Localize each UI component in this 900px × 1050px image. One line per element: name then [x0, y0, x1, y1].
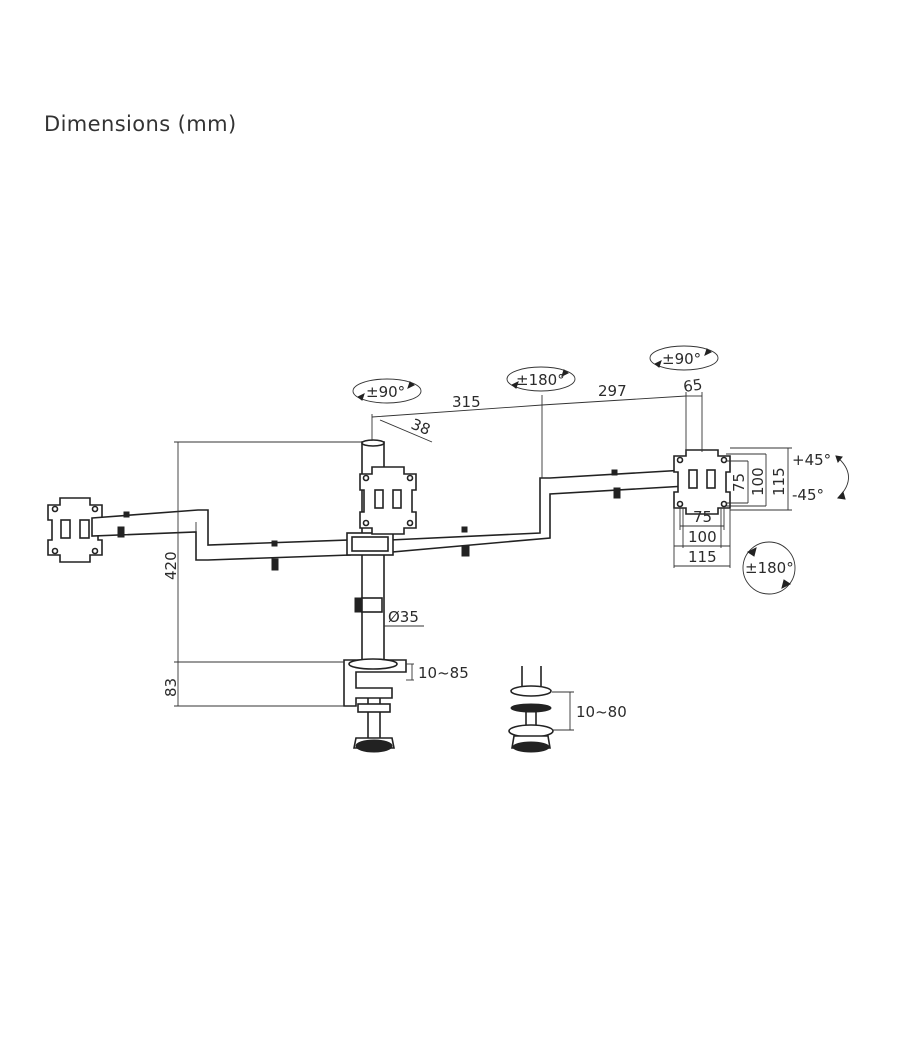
height-83-label: 83	[162, 678, 180, 697]
arm-span-left-label: 315	[452, 393, 481, 411]
vesa-75-vertical-label: 75	[730, 473, 748, 492]
rotation-arrow-icon	[352, 378, 422, 404]
left-vesa-plate	[47, 497, 103, 563]
vesa-100-vertical-label: 100	[749, 467, 767, 496]
right-arm	[389, 469, 687, 557]
offset-38-label: 38	[409, 415, 433, 439]
tilt-down-label: -45°	[792, 486, 824, 504]
rotation-label-bottom: ±180°	[745, 559, 794, 577]
right-vesa-plate	[673, 449, 731, 515]
vesa-75-horizontal-label: 75	[693, 508, 712, 526]
rotation-arrow-icon	[742, 541, 796, 595]
vesa-115-horizontal-label: 115	[688, 548, 717, 566]
arm-span-right-label: 297	[598, 382, 627, 400]
rotation-indicators	[352, 345, 849, 595]
clamp-range-label: 10~85	[418, 664, 469, 682]
page-title: Dimensions (mm)	[44, 112, 237, 136]
tilt-arrow-icon	[835, 455, 849, 500]
rotation-label-right: ±90°	[662, 350, 701, 368]
vesa-100-horizontal-label: 100	[688, 528, 717, 546]
rotation-arrow-icon	[506, 366, 576, 392]
dimension-labels: ±90° ±180° ±90° 315 297 65 38 420 83 Ø35…	[162, 350, 831, 721]
offset-65-label: 65	[682, 375, 703, 395]
rotation-label-center: ±90°	[366, 383, 405, 401]
grommet-range-label: 10~80	[576, 703, 627, 721]
center-vesa-plate	[359, 466, 417, 535]
left-arm	[91, 509, 351, 571]
rotation-label-middle: ±180°	[516, 371, 565, 389]
vesa-115-vertical-label: 115	[770, 467, 788, 496]
rotation-arrow-icon	[649, 345, 719, 371]
tilt-up-label: +45°	[792, 451, 831, 469]
grommet-mount	[508, 666, 554, 753]
desk-clamp	[343, 658, 407, 753]
pole-diameter-label: Ø35	[388, 608, 419, 626]
height-420-label: 420	[162, 551, 180, 580]
dimension-lines	[174, 392, 792, 731]
